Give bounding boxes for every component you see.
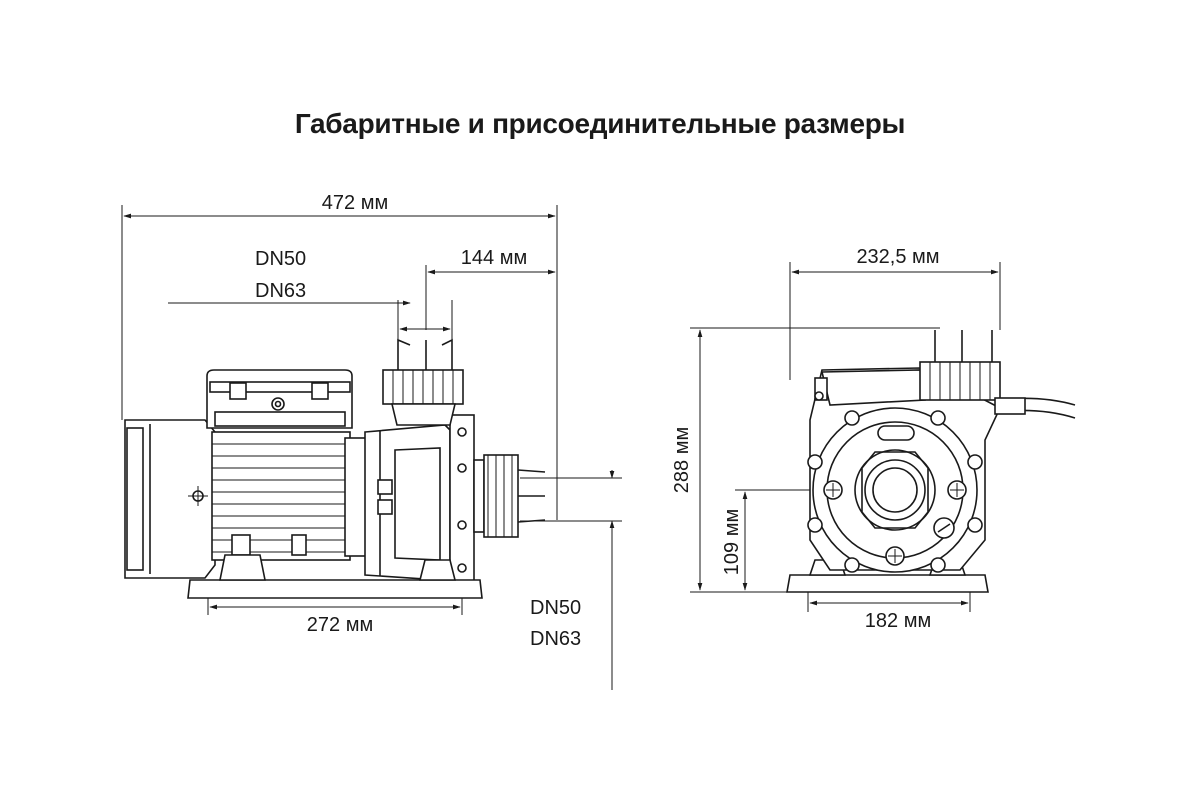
dimension-overall-length: 472 мм <box>121 192 558 520</box>
dimension-height: 288 мм <box>671 327 940 593</box>
front-port-dn63-label: DN63 <box>530 628 581 650</box>
overall-length-label: 472 мм <box>322 192 388 214</box>
top-port-dn63-label: DN63 <box>255 280 306 302</box>
front-port-diameter-dim: DN50 DN63 <box>520 470 622 690</box>
base-length-label: 272 мм <box>307 614 373 636</box>
height-label: 288 мм <box>671 427 693 493</box>
motor <box>124 369 368 579</box>
side-view: 472 мм 144 мм DN50 DN63 <box>121 192 622 690</box>
pump-housing <box>364 338 546 586</box>
axis-height-label: 109 мм <box>721 509 743 575</box>
outlet-offset-label: 144 мм <box>461 247 527 269</box>
dimension-width: 232,5 мм <box>789 246 1001 380</box>
front-pump-body <box>807 330 1076 573</box>
dimension-outlet-offset: 144 мм <box>425 247 556 330</box>
top-port-diameter-dim <box>168 300 453 345</box>
front-view: 232,5 мм 288 мм 109 мм 182 мм <box>671 246 1076 632</box>
dimension-base-width: 182 мм <box>807 592 971 632</box>
width-label: 232,5 мм <box>856 246 939 268</box>
top-port-dn50-label: DN50 <box>255 248 306 270</box>
front-port-dn50-label: DN50 <box>530 597 581 619</box>
motor-fins <box>212 443 350 553</box>
page-title: Габаритные и присоединительные размеры <box>294 108 906 139</box>
dimension-base-length: 272 мм <box>207 598 463 636</box>
base-width-label: 182 мм <box>865 610 931 632</box>
pump-base <box>187 554 483 599</box>
